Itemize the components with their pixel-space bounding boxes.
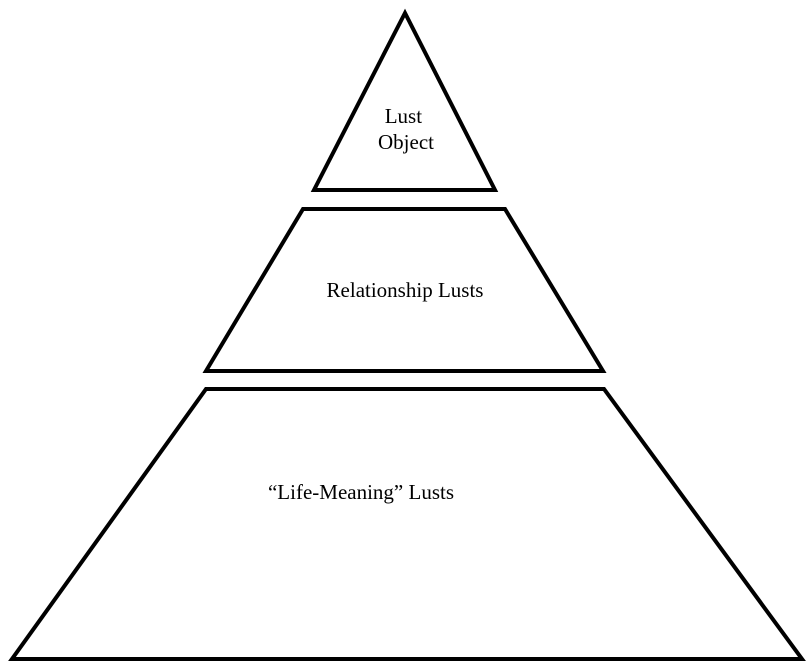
pyramid-tier-bottom: “Life-Meaning” Lusts — [8, 387, 806, 661]
pyramid-tier-top: Lust Object — [310, 8, 499, 192]
pyramid-tier-middle: Relationship Lusts — [202, 207, 607, 373]
pyramid-tier-top-shape — [310, 8, 499, 192]
pyramid-tier-middle-shape — [202, 207, 607, 373]
pyramid-tier-middle-label: Relationship Lusts — [327, 278, 484, 302]
pyramid-tier-top-label: Lust Object — [378, 104, 434, 154]
pyramid-tier-bottom-shape — [8, 387, 806, 661]
pyramid-tier-top-label-line-2: Object — [378, 130, 434, 154]
pyramid-tier-bottom-label: “Life-Meaning” Lusts — [268, 480, 454, 504]
pyramid-tier-top-label-line-1: Lust — [385, 104, 423, 128]
